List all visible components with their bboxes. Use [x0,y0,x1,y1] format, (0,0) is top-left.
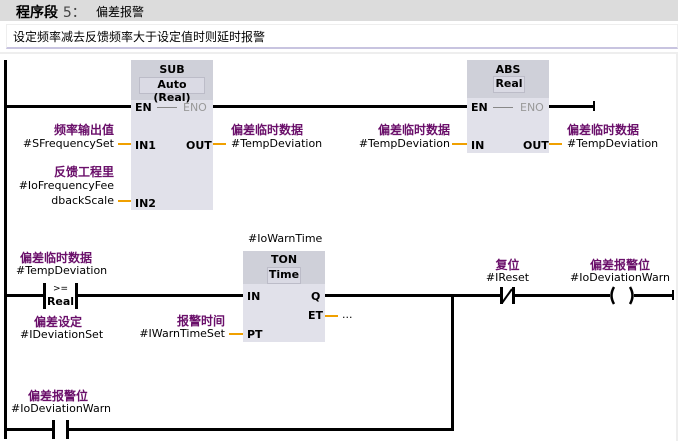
sub-out-comment: 偏差临时数据 [231,123,304,137]
ton-pt-comment: 报警时间 [176,314,225,328]
hold-contact-var[interactable]: #IoDeviationWarn [11,402,112,415]
sub-in1-comment: 频率输出值 [53,123,114,137]
abs-block[interactable]: ABS Real EN ENO IN OUT [467,60,549,153]
ladder-area[interactable] [0,52,678,441]
network-comment[interactable]: 设定频率减去反馈频率大于设定值时则延时报警 [6,24,678,49]
abs-in-comment: 偏差临时数据 [377,123,450,137]
sub-eno-pin: ENO [183,101,207,114]
ton-block-title: TON [270,253,298,266]
rung2-wire-a [4,294,44,297]
deviation-warn-coil[interactable] [607,286,637,305]
sub-in2-wire [118,200,131,202]
sub-in2-comment: 反馈工程里 [53,165,114,179]
ton-in-pin: IN [247,290,261,303]
ton-block[interactable]: TON Time IN Q ET PT [243,251,325,342]
abs-in-var[interactable]: #TempDeviation [358,137,450,150]
sub-en-pin: EN [135,101,152,114]
coil-var[interactable]: #IoDeviationWarn [570,271,671,284]
rung1-wire-end [549,105,595,108]
compare-operator: >= [52,284,69,294]
abs-block-title: ABS [495,63,521,76]
ton-et-pin: ET [308,309,324,322]
compare-top-var[interactable]: #TempDeviation [16,264,108,277]
reset-contact-left [500,287,503,304]
compare-bottom-var[interactable]: #IDeviationSet [20,328,104,341]
ton-pt-var[interactable]: #IWarnTimeSet [139,327,225,340]
reset-contact[interactable] [501,287,513,304]
ton-pt-wire [229,333,243,335]
rung2-end-tick [672,290,674,300]
hold-wire-b [68,428,454,431]
ton-et-value[interactable]: ... [342,308,353,321]
rung2-wire-c [325,294,503,297]
abs-out-comment: 偏差临时数据 [567,123,640,137]
abs-out-wire [549,143,562,145]
abs-out-pin: OUT [523,139,549,152]
compare-top-comment: 偏差临时数据 [20,251,93,265]
power-rail [4,60,7,439]
hold-contact[interactable] [52,420,69,439]
hold-contact-left [52,420,55,439]
reset-contact-comment: 复位 [495,258,520,272]
ton-block-type[interactable]: Time [267,267,301,284]
rung2-wire-d [514,294,610,297]
coil-comment: 偏差报警位 [589,258,650,272]
ton-et-wire [325,315,338,317]
ton-q-pin: Q [311,290,321,303]
ton-instance[interactable]: #IoWarnTime [248,232,323,245]
hold-contact-right [66,420,69,439]
sub-block-type[interactable]: Auto (Real) [139,77,205,104]
network-comment-text: 设定频率减去反馈频率大于设定值时则延时报警 [13,30,266,44]
rung1-wire-mid [213,105,468,108]
branch-vertical [451,294,454,431]
ton-pt-pin: PT [247,328,263,341]
sub-out-var[interactable]: #TempDeviation [231,137,323,150]
abs-block-type[interactable]: Real [493,76,525,93]
compare-bottom-comment: 偏差设定 [34,315,83,329]
abs-en-pin: EN [471,101,488,114]
reset-contact-var[interactable]: #IReset [485,271,530,284]
abs-eno-pin: ENO [520,101,544,114]
hold-contact-comment: 偏差报警位 [28,389,89,403]
rung2-wire-b [77,294,244,297]
hold-wire-a [4,428,54,431]
network-name[interactable]: 偏差报警 [96,5,145,19]
sub-in2-var[interactable]: #IoFrequencyFee [18,179,114,192]
sub-in2-pin: IN2 [135,197,156,210]
rung2-wire-e [634,294,674,297]
sub-out-wire [213,143,226,145]
compare-right-bar [75,283,78,309]
abs-in-wire [452,143,467,145]
rung1-end-tick [593,101,595,111]
compare-type[interactable]: Real [46,295,75,308]
sub-block[interactable]: SUB Auto (Real) EN ENO IN1 OUT IN2 [131,60,213,210]
abs-in-pin: IN [471,139,485,152]
sub-in2-var-cont[interactable]: dbackScale [51,194,114,207]
sub-out-pin: OUT [186,139,212,152]
network-header[interactable]: 程序段 5： 偏差报警 [0,0,678,21]
sub-in1-wire [118,143,131,145]
rung1-wire [4,105,132,108]
compare-left-bar [43,283,46,309]
reset-contact-right [512,287,515,304]
sub-in1-var[interactable]: #SFrequencySet [22,137,114,150]
sub-block-title: SUB [159,63,185,76]
network-title: 程序段 5： [16,5,86,21]
abs-out-var[interactable]: #TempDeviation [567,137,659,150]
sub-in1-pin: IN1 [135,139,156,152]
